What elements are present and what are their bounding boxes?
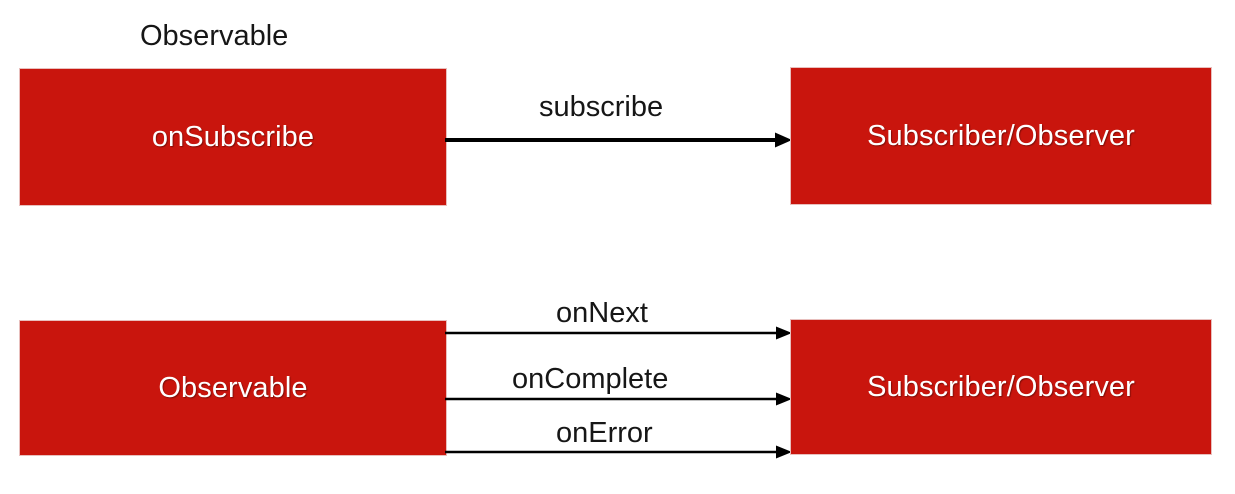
node-observable-label: Observable	[158, 371, 308, 404]
node-on-subscribe[interactable]: onSubscribe	[19, 68, 447, 206]
edge-label-on-error: onError	[556, 417, 653, 449]
node-on-subscribe-label: onSubscribe	[151, 120, 315, 153]
edge-label-on-complete: onComplete	[512, 363, 669, 395]
edge-on-error-arrow	[445, 445, 792, 459]
node-subscriber-observer-bottom-label: Subscriber/Observer	[867, 370, 1135, 403]
edge-on-next-arrow	[445, 326, 792, 340]
node-observable[interactable]: Observable	[19, 320, 447, 456]
edge-on-complete-arrow	[445, 392, 792, 406]
edge-label-on-next: onNext	[556, 297, 648, 329]
node-subscriber-observer-top-label: Subscriber/Observer	[867, 119, 1135, 152]
observable-caption-label: Observable	[140, 20, 289, 52]
edge-label-subscribe: subscribe	[539, 91, 664, 123]
node-subscriber-observer-top[interactable]: Subscriber/Observer	[790, 67, 1212, 205]
node-subscriber-observer-bottom[interactable]: Subscriber/Observer	[790, 319, 1212, 455]
edge-subscribe-arrow	[445, 132, 792, 148]
